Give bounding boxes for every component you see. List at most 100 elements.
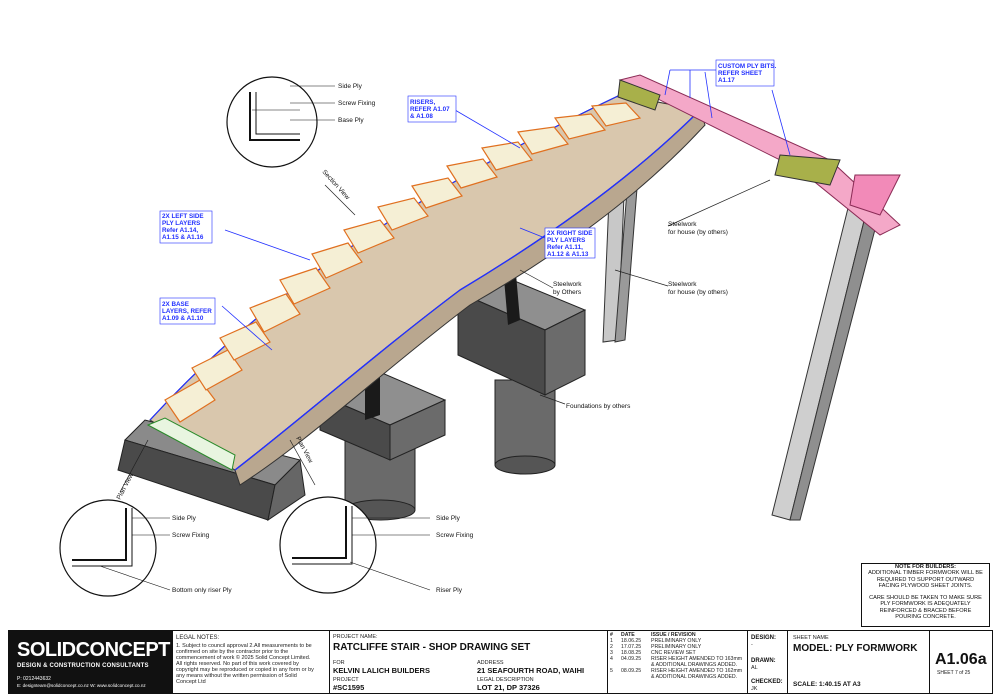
steelwork-house-2-label-2: for house (by others): [668, 289, 728, 296]
project-name: RATCLIFFE STAIR - SHOP DRAWING SET: [333, 642, 531, 653]
builder-note-line: REINFORCED & BRACED BEFORE: [879, 607, 972, 614]
builder-note-line: CARE SHOULD BE TAKEN TO MAKE SURE: [869, 595, 982, 602]
builder-note-line: FACING PLYWOOD SHEET JOINTS.: [878, 582, 973, 589]
leader-lines: [221, 69, 791, 351]
rev-num: 2: [610, 644, 613, 650]
section-screw-fixing-label: Screw Fixing: [338, 100, 376, 107]
risers-callout-1: RISERS,: [410, 99, 435, 106]
custom-ply-callout-1: CUSTOM PLY BITS.: [718, 63, 777, 70]
sheet-number: A1.06a: [935, 651, 987, 668]
legal-notes-title: LEGAL NOTES:: [176, 635, 220, 641]
section-view-detail: [226, 76, 335, 168]
left-side-callout-4: A1.15 & A1.16: [162, 234, 204, 241]
sheet-name-label: SHEET NAME: [793, 635, 829, 641]
base-layers-callout-2: LAYERS, REFER: [162, 308, 212, 315]
legal-description-label: LEGAL DESCRIPTION: [477, 677, 534, 683]
legal-description-value: LOT 21, DP 37326: [477, 683, 540, 692]
builder-note-line: REQUIRED TO SUPPORT OUTWARD: [876, 576, 975, 583]
address-label: ADDRESS: [477, 660, 504, 666]
base-layers-callout-3: A1.09 & A1.10: [162, 315, 204, 322]
legal-line: commencement of work © 2025 Solid Concep…: [176, 655, 311, 661]
company-tagline: DESIGN & CONSTRUCTION CONSULTANTS: [17, 663, 149, 669]
builder-note-line: ADDITIONAL TIMBER FORMWORK WILL BE: [868, 570, 983, 577]
project-name-label: PROJECT NAME:: [333, 634, 378, 640]
legal-line: 1. Subject to council approval 2.All mea…: [176, 643, 312, 649]
signoff-cell: DESIGN: - DRAWN: AL CHECKED: JK: [747, 631, 788, 693]
legal-line: copyright may be reproduced or copied in…: [176, 667, 314, 673]
checked-value: JK: [751, 686, 758, 692]
custom-ply-callout-2: REFER SHEET: [718, 70, 762, 77]
base-layers-callout-1: 2X BASE: [162, 301, 189, 308]
rev-date: 08.09.25: [621, 668, 642, 674]
plan-left-side-ply-label: Side Ply: [172, 515, 197, 522]
sheet-name-cell: SHEET NAME MODEL: PLY FORMWORK SCALE: 1:…: [787, 631, 930, 693]
rev-date: 18.06.25: [621, 638, 642, 644]
plan-right-screw-label: Screw Fixing: [436, 532, 474, 539]
plan-view-right-detail: [279, 496, 431, 594]
right-side-callout-1: 2X RIGHT SIDE: [547, 230, 593, 237]
plan-view-left-title: Plan View: [116, 472, 136, 501]
design-label: DESIGN:: [751, 635, 777, 641]
project-cell: PROJECT NAME: RATCLIFFE STAIR - SHOP DRA…: [329, 631, 608, 693]
drawn-label: DRAWN:: [751, 658, 776, 664]
rev-num: 4: [610, 656, 613, 662]
legal-notes-cell: LEGAL NOTES: 1. Subject to council appro…: [172, 631, 330, 693]
section-base-ply-label: Base Ply: [338, 117, 364, 124]
plan-view-left-detail: [59, 499, 171, 597]
section-side-ply-label: Side Ply: [338, 83, 363, 90]
rev-issue: & ADDITIONAL DRAWINGS ADDED.: [651, 662, 738, 668]
right-side-callout-4: A1.12 & A1.13: [547, 251, 589, 258]
steelwork-house-2-label-1: Steelwork: [668, 281, 697, 288]
scale: SCALE: 1:40.15 AT A3: [793, 681, 861, 688]
steelwork-others-label-1: Steelwork: [553, 281, 582, 288]
rev-issue: PRELIMINARY ONLY: [651, 644, 702, 650]
rev-date: 17.07.25: [621, 644, 642, 650]
design-value: -: [751, 642, 753, 648]
builder-note-line: POURING CONCRETE.: [895, 614, 956, 621]
company-phone: P: 0212443632: [17, 676, 51, 682]
left-side-callout-3: Refer A1.14,: [162, 227, 198, 234]
plan-right-side-ply-label: Side Ply: [436, 515, 461, 522]
rev-issue: RISER HEIGHT AMENDED TO 162mm: [651, 668, 743, 674]
rev-header-num: #: [610, 632, 613, 638]
title-block: SOLIDCONCEPT DESIGN & CONSTRUCTION CONSU…: [8, 630, 993, 694]
left-side-callout-2: PLY LAYERS: [162, 220, 200, 227]
risers-callout-3: & A1.08: [410, 113, 433, 120]
for-label: FOR: [333, 660, 345, 666]
rev-issue: & ADDITIONAL DRAWINGS ADDED.: [651, 674, 738, 680]
sheet-name: MODEL: PLY FORMWORK: [793, 643, 918, 654]
project-label: PROJECT: [333, 677, 359, 683]
steelwork-others-label-2: by Others: [553, 289, 582, 296]
plan-left-riser-label: Bottom only riser Ply: [172, 587, 232, 594]
risers-callout-2: REFER A1.07: [410, 106, 450, 113]
address-value: 21 SEAFOURTH ROAD, WAIHI: [477, 666, 585, 675]
rev-num: 1: [610, 638, 613, 644]
builder-note: NOTE FOR BUILDERS: ADDITIONAL TIMBER FOR…: [861, 563, 990, 627]
rev-header-issue: ISSUE / REVISION: [651, 632, 696, 638]
project-number: #SC1595: [333, 683, 365, 692]
rev-issue: PRELIMINARY ONLY: [651, 638, 702, 644]
legal-line: Concept Ltd: [176, 679, 206, 685]
legal-line: All rights reserved. No part of this wor…: [176, 661, 299, 667]
rev-issue: CNC REVIEW SET: [651, 650, 696, 656]
rev-date: 04.09.25: [621, 656, 642, 662]
stair-model-drawing: Side Ply Screw Fixing Base Ply Section V…: [59, 59, 901, 597]
builder-note-title: NOTE FOR BUILDERS:: [895, 564, 956, 570]
company-logo: SOLIDCONCEPT: [17, 639, 170, 661]
foundations-label: Foundations by others: [566, 403, 631, 410]
rev-issue: RISER HEIGHT AMENDED TO 163mm: [651, 656, 743, 662]
right-side-callout-3: Refer A1.11,: [547, 244, 583, 251]
right-side-callout-2: PLY LAYERS: [547, 237, 585, 244]
stair-formwork: [146, 74, 901, 486]
company-logo-cell: SOLIDCONCEPT DESIGN & CONSTRUCTION CONSU…: [9, 631, 173, 693]
steelwork-house-1-label-1: Steelwork: [668, 221, 697, 228]
for-value: KELVIN LALICH BUILDERS: [333, 666, 430, 675]
plan-right-riser-label: Riser Ply: [436, 587, 463, 594]
revision-table: # DATE ISSUE / REVISION 1 18.06.25 PRELI…: [607, 631, 748, 693]
plan-left-screw-label: Screw Fixing: [172, 532, 210, 539]
rev-num: 3: [610, 650, 613, 656]
builder-note-line: PLY FORMWORK IS ADEQUATELY: [880, 601, 971, 608]
legal-line: confirmed on site by the contractor prio…: [176, 649, 289, 655]
legal-line: any means without the written permission…: [176, 673, 297, 679]
company-email: E: designteam@solidconcept.co.nz W: www.…: [17, 683, 146, 688]
